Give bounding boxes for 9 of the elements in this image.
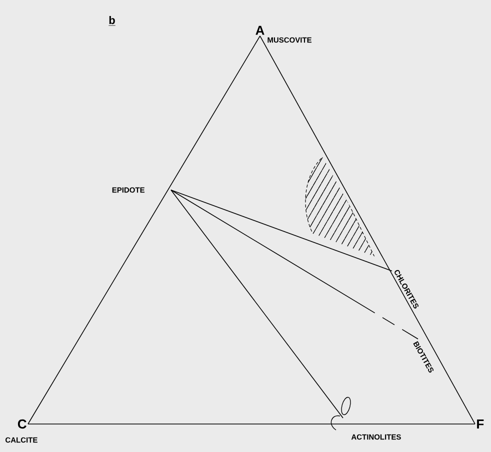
vertex-letter: F	[477, 420, 484, 428]
tie-line	[170, 190, 344, 418]
tie-line	[170, 190, 392, 272]
panel-letter: b	[108, 16, 116, 26]
triangle-side	[260, 36, 476, 424]
vertex-letter: C	[18, 419, 26, 429]
triangle-side	[28, 36, 260, 424]
vertex-letter: A	[256, 26, 264, 35]
tie-line	[170, 190, 418, 340]
